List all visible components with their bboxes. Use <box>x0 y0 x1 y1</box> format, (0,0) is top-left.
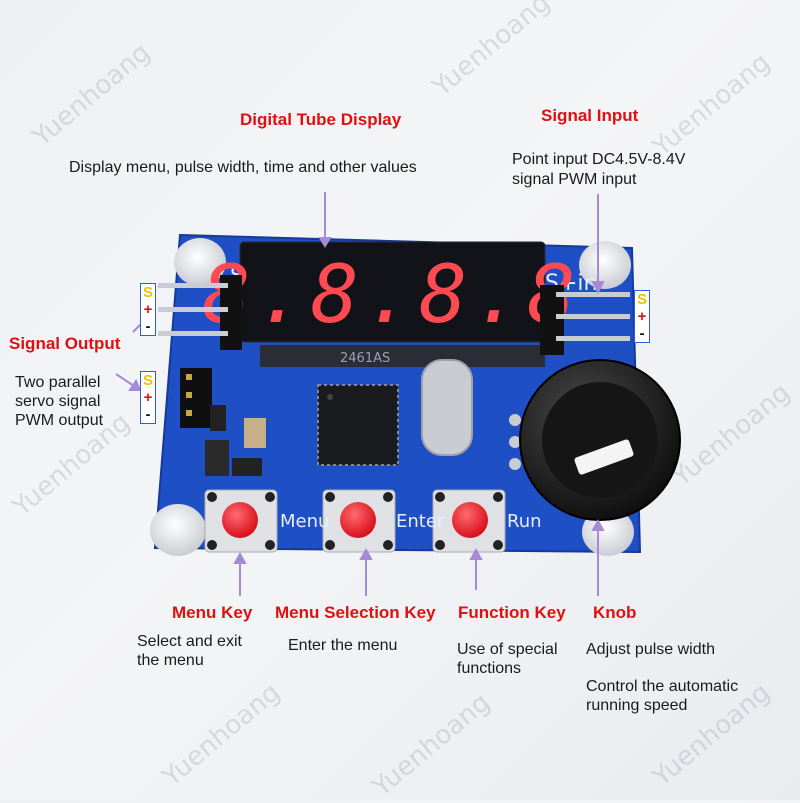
menu-selection-key[interactable] <box>322 489 396 553</box>
pin-minus-label: - <box>145 406 151 423</box>
pin-plus-label: + <box>637 308 647 325</box>
signal-output-title: Signal Output <box>9 334 121 353</box>
left-header-pins <box>158 275 242 350</box>
menu-selection-key-title: Menu Selection Key <box>275 603 436 622</box>
spacer-top-right <box>579 241 631 289</box>
digital-tube-display-desc: Display menu, pulse width, time and othe… <box>69 159 417 176</box>
crystal-oscillator <box>421 359 473 456</box>
knob-desc-3: running speed <box>586 697 688 714</box>
pin-plus-label: + <box>143 301 153 318</box>
function-key-title: Function Key <box>458 603 566 622</box>
menu-selection-key-desc: Enter the menu <box>288 637 398 654</box>
digital-tube-display: 8.8.8.8 <box>202 241 581 343</box>
signal-output-desc-2: servo signal <box>15 393 101 410</box>
pin-s-label: S <box>142 284 153 301</box>
pin-legend-right: S + - <box>634 290 650 343</box>
pin-legend-left-bottom: S + - <box>140 371 156 424</box>
signal-output-desc-3: PWM output <box>15 412 104 429</box>
pin-s-label: S <box>142 372 153 389</box>
knob-desc-2: Control the automatic <box>586 678 739 695</box>
menu-key-title: Menu Key <box>172 603 253 622</box>
menu-key-desc-2: the menu <box>137 652 204 669</box>
function-key[interactable] <box>432 489 506 553</box>
function-key-desc-2: functions <box>457 660 522 677</box>
signal-input-desc-2: signal PWM input <box>512 171 637 188</box>
menu-key-desc-1: Select and exit <box>137 633 242 650</box>
spacer-top-left <box>174 238 226 286</box>
spacer-bottom-left <box>150 504 206 556</box>
pin-s-label: S <box>636 291 647 308</box>
signal-input-desc-1: Point input DC4.5V-8.4V <box>512 151 686 168</box>
knob-title: Knob <box>593 603 637 622</box>
pin-plus-label: + <box>143 389 153 406</box>
pointer-arrows <box>115 192 605 596</box>
knob[interactable] <box>519 359 681 521</box>
knob-desc-1: Adjust pulse width <box>586 641 715 658</box>
silk-menu: Menu <box>280 511 329 532</box>
display-chip-marking: 2461AS <box>340 351 390 366</box>
signal-output-desc-1: Two parallel <box>15 374 101 391</box>
pin-minus-label: - <box>639 325 645 342</box>
function-key-desc-1: Use of special <box>457 641 558 658</box>
right-header-pins <box>540 285 630 355</box>
microcontroller-chip <box>317 384 399 466</box>
digital-tube-display-title: Digital Tube Display <box>240 110 402 129</box>
display-digits: 8.8.8.8 <box>202 248 581 341</box>
signal-input-title: Signal Input <box>541 106 639 125</box>
silk-enter: Enter <box>396 511 445 532</box>
smd-components <box>205 405 266 476</box>
servo-output-header <box>180 368 212 428</box>
menu-key[interactable] <box>204 489 278 553</box>
knob-pins <box>509 414 521 470</box>
silk-run: Run <box>507 511 542 532</box>
pin-minus-label: - <box>145 318 151 335</box>
display-pin-strip: 2461AS <box>260 345 545 367</box>
pin-legend-left-top: S + - <box>140 283 156 336</box>
